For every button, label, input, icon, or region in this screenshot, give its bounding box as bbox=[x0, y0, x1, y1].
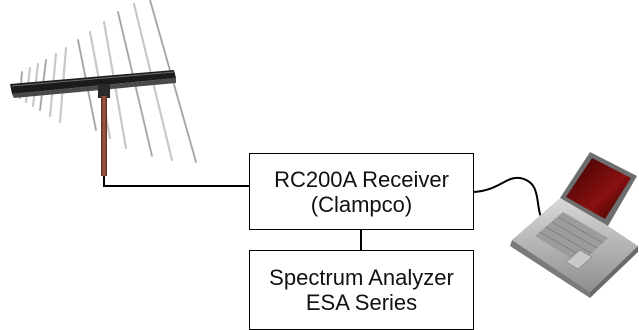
analyzer-name: Spectrum Analyzer bbox=[269, 265, 454, 290]
laptop-icon bbox=[510, 152, 638, 298]
receiver-box: RC200A Receiver (Clampco) bbox=[249, 153, 474, 230]
spectrum-analyzer-box: Spectrum Analyzer ESA Series bbox=[249, 250, 474, 330]
receiver-name: RC200A Receiver bbox=[274, 166, 449, 192]
antenna-cable bbox=[103, 176, 249, 187]
receiver-maker: (Clampco) bbox=[310, 191, 413, 217]
log-periodic-antenna-icon bbox=[10, 0, 198, 176]
analyzer-series: ESA Series bbox=[305, 290, 418, 315]
